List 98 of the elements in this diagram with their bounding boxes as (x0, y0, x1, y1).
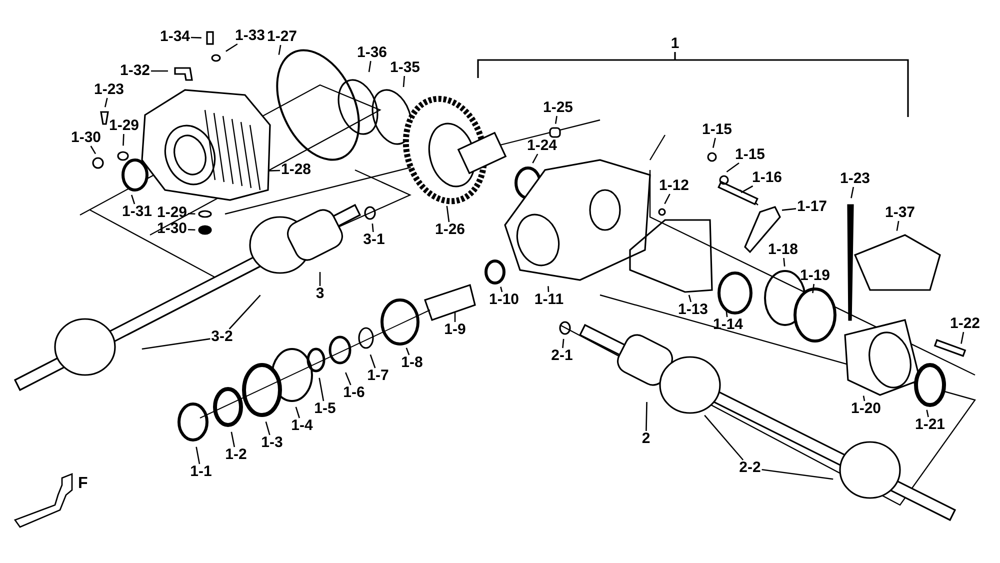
callout-number: 1-21 (914, 417, 946, 433)
callout-number: 1-10 (488, 292, 520, 308)
leader-line (130, 194, 136, 204)
callout-number: 1-9 (443, 322, 467, 338)
callout-number: 1 (670, 35, 680, 52)
leader-line (268, 170, 280, 172)
leader-line (554, 116, 558, 124)
leader-line (850, 186, 854, 198)
callout-number: 2-1 (550, 348, 574, 364)
leader-line (295, 406, 300, 418)
callout-number: 2-2 (738, 460, 762, 476)
leader-line (278, 44, 282, 55)
callout-number: 1-25 (542, 100, 574, 116)
callout-number: 1-6 (342, 385, 366, 401)
leader-line (712, 138, 716, 148)
leader-line (646, 402, 648, 432)
leader-line (862, 396, 866, 402)
callout-number: 1-24 (526, 138, 558, 154)
leader-line (704, 414, 744, 460)
callout-number: 1-15 (700, 122, 734, 138)
leader-line (740, 185, 754, 194)
callout-number: 1-15 (734, 147, 766, 163)
callout-number: 1-23 (92, 82, 126, 98)
callout-number: 1-34 (158, 29, 192, 45)
callout-number: 1-36 (356, 45, 388, 61)
leader-line (896, 220, 900, 231)
callout-number: 1-8 (400, 355, 424, 371)
callout-number: 1-31 (120, 204, 154, 220)
direction-letter: F (78, 475, 88, 492)
callout-number: 3-1 (362, 232, 386, 248)
leader-line (812, 284, 815, 294)
callout-number: 1-19 (798, 268, 832, 284)
leader-line (782, 208, 796, 211)
leader-line (104, 98, 108, 108)
leader-line (370, 354, 376, 368)
leader-line (406, 348, 410, 356)
callout-number: 1-18 (766, 242, 800, 258)
callout-number: 1-32 (118, 63, 152, 79)
leader-line (726, 162, 740, 172)
callout-number: 1-12 (658, 178, 690, 194)
callout-number: 3-2 (210, 329, 234, 345)
leader-line (402, 76, 406, 88)
leader-line (226, 43, 238, 52)
leader-line (345, 372, 352, 386)
leader-line (318, 378, 324, 402)
callout-number: 1-7 (366, 368, 390, 384)
callout-number: 1-26 (434, 222, 466, 238)
callout-number: 1-30 (70, 130, 102, 146)
callout-number: 1-11 (533, 292, 565, 308)
leader-line (188, 228, 196, 231)
leader-line (190, 36, 202, 38)
callout-number: 1-16 (750, 170, 784, 186)
leader-line (500, 286, 503, 292)
leader-line (783, 258, 786, 266)
callout-number: 1-35 (388, 60, 422, 76)
leader-line (726, 311, 728, 318)
callout-number: 1-4 (290, 418, 314, 434)
leader-line (372, 224, 374, 232)
callout-number: 2 (640, 431, 652, 447)
leader-line (188, 212, 196, 215)
callout-number: 1-22 (948, 316, 982, 332)
callout-number: 1-27 (266, 29, 298, 45)
leader-line (446, 206, 450, 222)
leader-line (454, 312, 456, 322)
leader-line (122, 134, 124, 146)
callout-number: 1-37 (884, 205, 916, 221)
callout-number: 1-3 (260, 435, 284, 451)
callout-number: 1-20 (850, 401, 882, 417)
callout-number: 1-17 (796, 199, 828, 215)
leader-line (960, 332, 964, 344)
callout-number: 1-23 (838, 171, 872, 187)
leader-line (151, 70, 168, 72)
leader-line (762, 468, 834, 480)
leader-line (142, 338, 210, 350)
leader-line (196, 446, 200, 464)
leader-line (548, 286, 550, 292)
callout-number: 1-29 (108, 118, 140, 134)
callout-number: 1-29 (156, 205, 188, 221)
callout-number: 3 (314, 286, 326, 302)
callout-number: 1-28 (280, 162, 312, 178)
leader-line (228, 294, 261, 330)
leader-line (319, 272, 321, 286)
leader-line (368, 60, 372, 72)
leader-line (688, 294, 692, 302)
callout-number: 1-14 (712, 317, 744, 333)
leader-line (230, 432, 236, 448)
callout-number: 1-1 (189, 464, 213, 480)
leader-line (532, 154, 538, 164)
leader-line (90, 146, 96, 154)
leader-line (926, 410, 929, 418)
callout-number: 1-30 (156, 221, 188, 237)
leader-line (265, 422, 270, 436)
callout-number: 1-5 (313, 401, 337, 417)
callout-number: 1-2 (224, 447, 248, 463)
callout-number: 1-33 (234, 28, 266, 44)
leader-line (664, 194, 670, 204)
callout-number: 1-13 (676, 302, 710, 318)
leader-line (562, 338, 564, 348)
